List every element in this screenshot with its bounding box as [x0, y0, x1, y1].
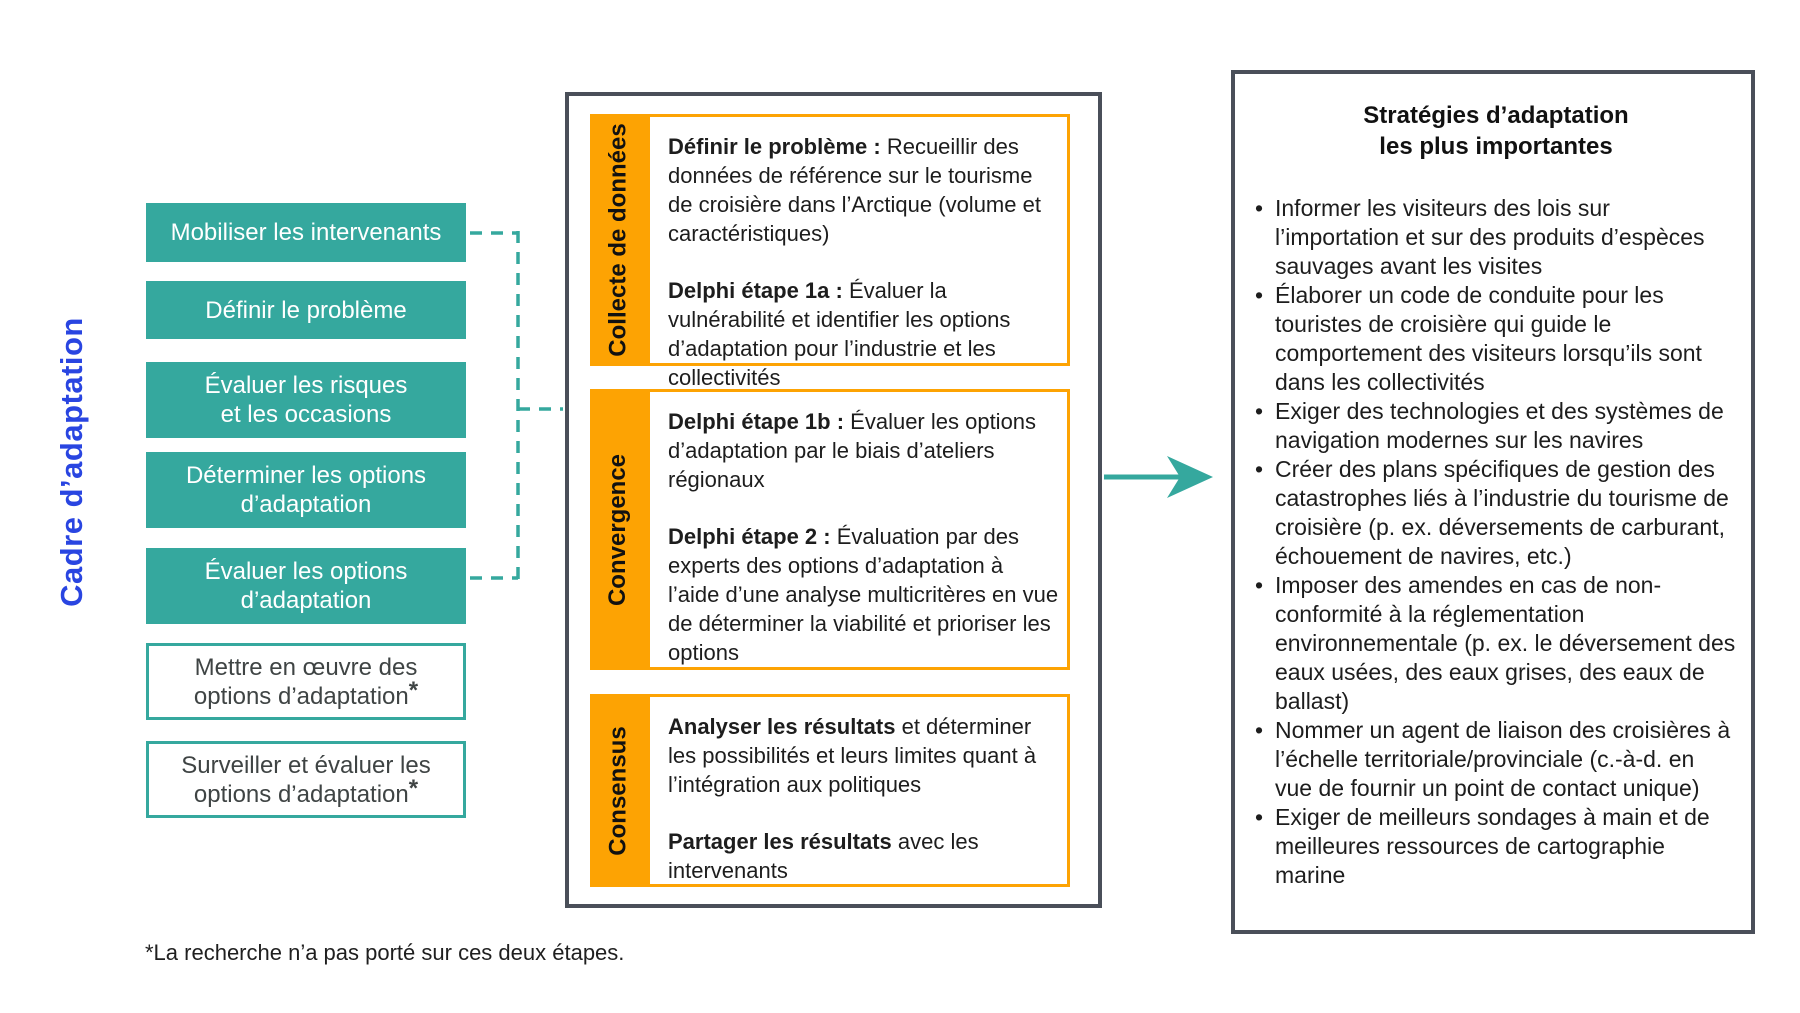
framework-axis-label: Cadre d’adaptation — [38, 272, 106, 652]
strategy-item: • Exiger de meilleurs sondages à main et … — [1255, 803, 1737, 890]
section-label: Convergence — [604, 453, 632, 606]
section-consensus: Consensus Analyser les résultats et déte… — [590, 694, 1070, 887]
bullet-marker: • — [1255, 804, 1264, 830]
strategy-text: Imposer des amendes en cas de non-confor… — [1275, 572, 1736, 714]
strategy-text: Informer les visiteurs des lois sur l’im… — [1275, 195, 1705, 279]
step-label: Définir le problème — [205, 296, 407, 324]
step-label: Déterminer les options d’adaptation — [185, 462, 427, 518]
process-item: Delphi étape 1a : Évaluer la vulnérabili… — [668, 276, 1059, 392]
step-evaluer-risques: Évaluer les risques et les occasions — [146, 362, 466, 438]
strategy-text: Nommer un agent de liaison des croisière… — [1275, 717, 1731, 801]
process-item-lead: Analyser les résultats — [668, 714, 896, 739]
strategies-panel: Stratégies d’adaptation les plus importa… — [1231, 70, 1755, 934]
section-side-tab: Consensus — [590, 694, 647, 887]
strategy-item: • Nommer un agent de liaison des croisièr… — [1255, 716, 1737, 803]
flow-arrow-head — [1167, 456, 1213, 498]
asterisk-marker: * — [408, 774, 419, 802]
footnote-text: *La recherche n’a pas porté sur ces deux… — [145, 940, 625, 965]
process-item-text: Évaluer les options d’adaptation par le … — [668, 409, 1037, 492]
step-label: Évaluer les risques et les occasions — [204, 372, 408, 428]
section-content: Analyser les résultats et déterminer les… — [647, 694, 1070, 887]
strategy-text: Exiger de meilleurs sondages à main et d… — [1275, 804, 1710, 888]
process-item-lead: Delphi étape 1b : — [668, 409, 851, 434]
strategies-title: Stratégies d’adaptation les plus importa… — [1363, 102, 1629, 160]
step-determiner-options: Déterminer les options d’adaptation — [146, 452, 466, 528]
step-label: Mettre en œuvre des options d’adaptation — [193, 653, 418, 710]
bullet-marker: • — [1255, 195, 1264, 221]
strategy-text: Élaborer un code de conduite pour les to… — [1275, 282, 1702, 395]
process-item: Définir le problème : Recueillir des don… — [668, 132, 1059, 248]
asterisk-marker: * — [408, 676, 419, 704]
strategy-item: • Élaborer un code de conduite pour les t… — [1255, 281, 1737, 397]
step-definir-probleme: Définir le problème — [146, 281, 466, 339]
framework-axis-label-text: Cadre d’adaptation — [54, 317, 90, 607]
section-side-tab: Convergence — [590, 389, 647, 670]
process-item: Analyser les résultats et déterminer les… — [668, 712, 1059, 799]
section-collecte-de-donnees: Collecte de données Définir le problème … — [590, 114, 1070, 390]
step-evaluer-options: Évaluer les options d’adaptation — [146, 548, 466, 624]
strategy-text: Exiger des technologies et des systèmes … — [1275, 398, 1724, 453]
strategy-item: • Exiger des technologies et des systèmes… — [1255, 397, 1737, 455]
section-label: Collecte de données — [604, 123, 632, 357]
step-mettre-en-oeuvre: Mettre en œuvre des options d’adaptation… — [146, 643, 466, 720]
process-item: Delphi étape 1b : Évaluer les options d’… — [668, 407, 1059, 494]
strategies-list: • Informer les visiteurs des lois sur l’i… — [1255, 194, 1737, 890]
bullet-marker: • — [1255, 282, 1264, 308]
process-item: Delphi étape 2 : Évaluation par des expe… — [668, 522, 1059, 667]
section-content: Définir le problème : Recueillir des don… — [647, 114, 1070, 390]
bullet-marker: • — [1255, 572, 1264, 598]
process-item-text: Évaluer la vulnérabilité et identifier l… — [668, 278, 1011, 390]
step-label: Évaluer les options d’adaptation — [204, 558, 408, 614]
bullet-marker: • — [1255, 398, 1264, 424]
process-item-text: et déterminer les possibilités et leurs … — [668, 714, 1037, 797]
process-item-text: Évaluation par des experts des options d… — [668, 524, 1059, 665]
section-side-tab: Collecte de données — [590, 114, 647, 366]
section-label: Consensus — [604, 725, 632, 856]
bullet-marker: • — [1255, 456, 1264, 482]
bullet-marker: • — [1255, 717, 1264, 743]
process-item-text: Recueillir des données de référence sur … — [668, 134, 1041, 246]
process-item-lead: Delphi étape 2 : — [668, 524, 837, 549]
process-item-lead: Définir le problème : — [668, 134, 887, 159]
strategy-item: • Créer des plans spécifiques de gestion … — [1255, 455, 1737, 571]
strategy-text: Créer des plans spécifiques de gestion d… — [1275, 456, 1729, 569]
section-content: Delphi étape 1b : Évaluer les options d’… — [647, 389, 1070, 670]
process-item-text: avec les intervenants — [668, 829, 979, 883]
step-mobiliser-intervenants: Mobiliser les intervenants — [146, 203, 466, 262]
step-surveiller-evaluer: Surveiller et évaluer les options d’adap… — [146, 741, 466, 818]
step-label: Surveiller et évaluer les options d’adap… — [181, 751, 431, 808]
strategy-item: • Informer les visiteurs des lois sur l’i… — [1255, 194, 1737, 281]
section-convergence: Convergence Delphi étape 1b : Évaluer le… — [590, 389, 1070, 670]
process-item-lead: Partager les résultats — [668, 829, 892, 854]
flow-arrow — [1104, 456, 1213, 498]
step-label: Mobiliser les intervenants — [170, 219, 442, 246]
dashed-connector — [470, 231, 563, 580]
strategy-item: • Imposer des amendes en cas de non-confo… — [1255, 571, 1737, 716]
process-item-lead: Delphi étape 1a : — [668, 278, 849, 303]
process-item: Partager les résultats avec les interven… — [668, 827, 1059, 885]
